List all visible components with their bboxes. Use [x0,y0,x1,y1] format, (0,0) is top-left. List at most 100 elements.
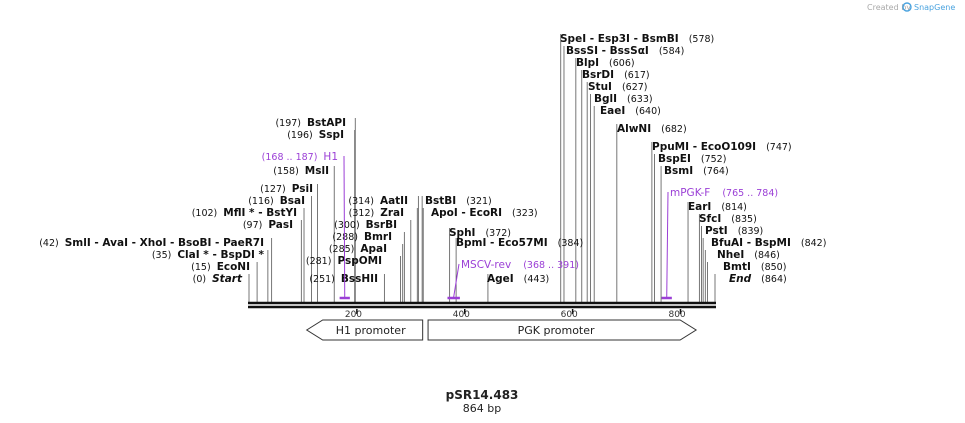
site-label-eari: EarI [688,201,711,213]
site-label-mfli: MflI * - BstYI [223,207,297,219]
site-nhei: NheI(846) [717,249,780,261]
site-position-bfuai: (842) [801,238,827,249]
primer-leader-mpgk-f [666,191,669,298]
site-spei: SpeI - Esp3I - BsmBI(578) [560,33,714,45]
site-leader-lines [248,34,716,302]
site-label-clai: ClaI * - BspDI * [177,249,264,261]
site-label-sphi: SphI [449,227,475,239]
feature-arrow-pgk-promoter [427,319,698,341]
site-label-econi: EcoNI [217,261,250,273]
ruler: 200 400 600 800 [345,309,686,320]
site-label-psshii: BssHII [341,273,378,285]
primer-range-mscv-rev: (368 .. 391) [523,260,579,271]
site-label-bstapi: BstAPI [307,117,346,129]
site-label-aatii: AatII [380,195,408,207]
site-position-bsmi: (764) [703,166,729,177]
primer-range-mpgk-f: (765 .. 784) [722,188,778,199]
site-position-clai: (35) [152,250,172,261]
site-bsrbi: BsrBI (300) [334,219,397,231]
site-position-pspomi: (281) [306,256,332,267]
site-apoi: ApoI - EcoRI (323) [431,207,538,219]
site-label-msli: MslI [305,165,329,177]
site-bstapi: BstAPI(197) [275,117,346,129]
site-eaei: EaeI (640) [600,105,661,117]
site-position-eari: (814) [721,202,747,213]
site-bsmi: BsmI(764) [664,165,729,177]
ruler-label-400: 400 [453,310,470,320]
site-position-apoi: (323) [512,208,538,219]
site-position-bpmi: (384) [558,238,584,249]
site-position-spei: (578) [689,34,715,45]
site-pasi: PasI (97) [243,219,293,231]
site-label-bspei: BspEI [658,153,691,165]
site-position-psshii: (251) [309,274,335,285]
site-label-bfuai: BfuAI - BspMI [711,237,791,249]
credit-brand: SnapGene [914,3,955,12]
site-psii: PsiI(127) [260,183,313,195]
site-label-end: End [729,273,752,285]
site-smli: SmlI - AvaI - XhoI - BsoBI - PaeR7I (42) [39,237,264,249]
site-label-smli: SmlI - AvaI - XhoI - BsoBI - PaeR7I [65,237,264,249]
site-position-agei: (443) [524,274,550,285]
site-position-bsrbi: (300) [334,220,360,231]
site-bsrdi: BsrDI(617) [582,69,650,81]
site-bfuai: BfuAI - BspMI (842) [711,237,826,249]
site-position-zrai: (312) [349,208,375,219]
site-position-psii: (127) [260,184,286,195]
ruler-label-800: 800 [668,310,685,320]
site-position-msli: (158) [273,166,299,177]
site-position-smli: (42) [39,238,59,249]
site-position-aatii: (314) [348,196,374,207]
site-position-pasi: (97) [243,220,263,231]
primer-label-mpgk-f: mPGK-F [670,187,710,199]
feature-h1-promoter: H1 promoter [305,319,424,341]
site-agei: AgeI (443) [487,273,549,285]
site-bstbi: BstBI(321) [425,195,492,207]
site-position-nhei: (846) [754,250,780,261]
site-label-agei: AgeI [487,273,514,285]
site-bspei: BspEI(752) [658,153,726,165]
site-start: Start(0) [193,273,243,285]
site-label-zrai: ZraI [380,207,404,219]
site-msli: MslI (158) [273,165,329,177]
site-label-bsai: BsaI [280,195,305,207]
site-bsssi: BssSI - BssSαI(584) [566,45,684,57]
site-clai: ClaI * - BspDI * (35) [152,249,265,261]
site-position-mfli: (102) [192,208,218,219]
ruler-label-600: 600 [561,310,578,320]
site-position-sspi: (196) [287,130,313,141]
site-label-psti: PstI [705,225,728,237]
ruler-label-200: 200 [345,310,362,320]
site-label-bmti: BmtI [723,261,751,273]
site-position-eaei: (640) [635,106,661,117]
site-label-eaei: EaeI [600,105,625,117]
site-label-alwni: AlwNI [617,123,651,135]
site-eari: EarI (814) [688,201,747,213]
site-label-sspi: SspI [319,129,344,141]
site-label-bsrbi: BsrBI [366,219,397,231]
map-title: pSR14.483 [446,388,519,402]
site-label-start: Start [212,273,243,285]
primer-h1: H1(168 .. 187) [262,151,350,300]
feature-label-h1-promoter: H1 promoter [336,324,406,337]
site-aatii: AatII (314) [348,195,408,207]
site-bpmi: BpmI - Eco57MI(384) [456,237,583,249]
feature-arrow-h1-promoter [305,319,424,341]
primer-annotations: H1(168 .. 187) MSCV-rev (368 .. 391) mPGK-F… [262,151,778,300]
site-label-apoi: ApoI - EcoRI [431,207,502,219]
site-label-pasi: PasI [268,219,293,231]
site-stui: StuI(627) [588,81,648,93]
site-position-bsrdi: (617) [624,70,650,81]
site-zrai: ZraI (312) [349,207,404,219]
site-position-bmti: (850) [761,262,787,273]
site-psti: PstI(839) [705,225,763,237]
site-position-ppumi: (747) [766,142,792,153]
site-sphi: SphI(372) [449,227,511,239]
primer-label-mscv-rev: MSCV-rev [461,259,511,271]
site-label-apai: ApaI [360,243,387,255]
site-label-stui: StuI [588,81,612,93]
site-position-bmri: (288) [332,232,358,243]
site-position-apai: (285) [329,244,355,255]
